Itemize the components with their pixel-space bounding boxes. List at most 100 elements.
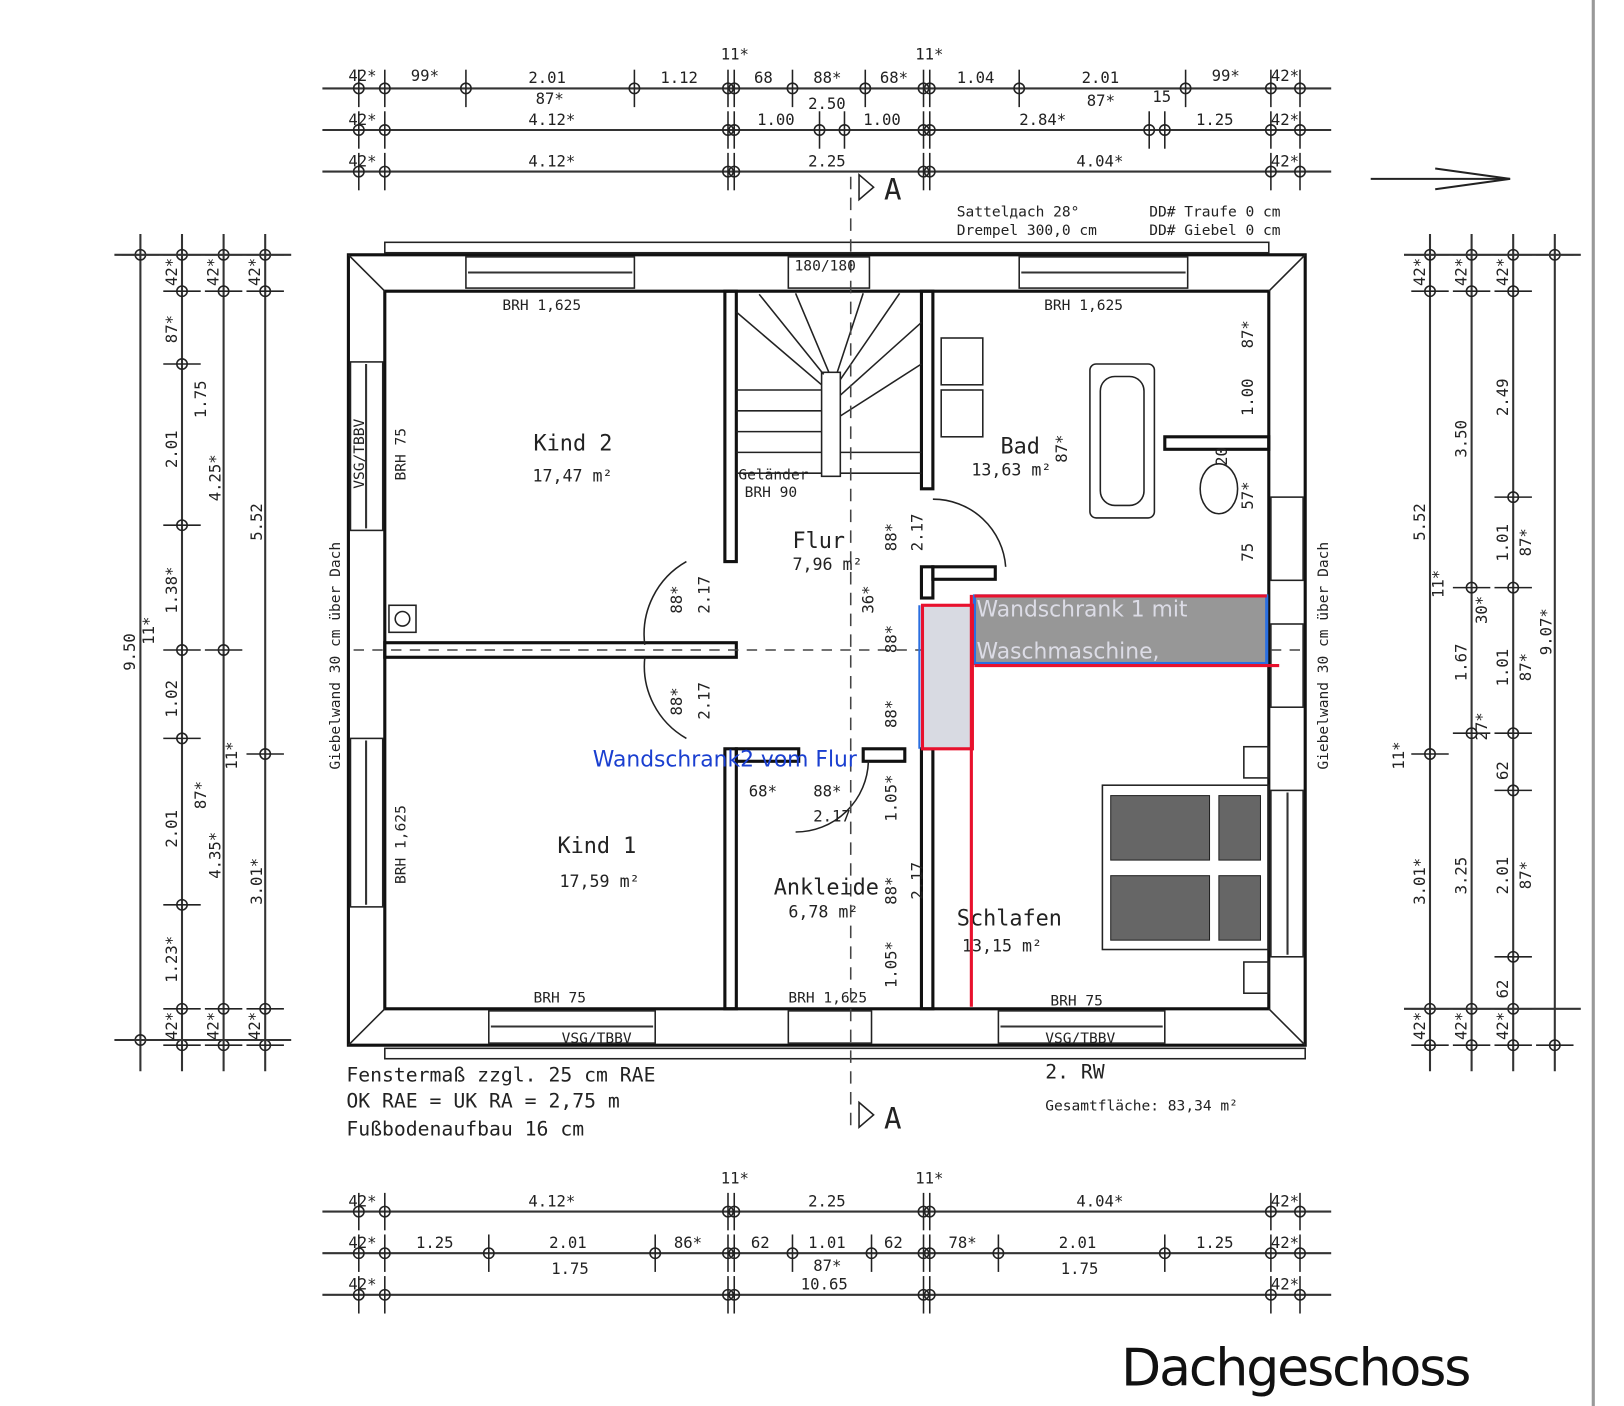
bed-icon (1101, 745, 1270, 994)
dimension-label: 11* (223, 741, 241, 769)
dimension-label: 42* (1452, 1012, 1470, 1040)
room-area-flur: 7,96 m² (792, 555, 862, 574)
dimension-label: 42* (1271, 1276, 1299, 1294)
dimension-label: 87* (536, 90, 564, 108)
dimension-label: 42* (204, 258, 222, 286)
dimension-label: 62 (884, 1234, 903, 1252)
room-name-bad: Bad (1000, 434, 1039, 459)
outer-wall (346, 253, 1307, 1047)
dimension-label: 20 (1213, 447, 1231, 466)
dimension-label: 1.05* (882, 941, 900, 988)
dimension-label: 2.25 (808, 152, 846, 170)
dimension-label: 68* (880, 69, 908, 87)
room-name-kind1: Kind 1 (557, 834, 636, 859)
dimension-label: 1.75 (1061, 1260, 1099, 1278)
erased-area (982, 670, 1259, 739)
toilet-icon (1199, 463, 1239, 515)
room-area-ankleide: 6,78 m² (788, 902, 858, 921)
window (1270, 496, 1304, 582)
room-name-kind2: Kind 2 (534, 431, 613, 456)
dimension-label: 1.12 (660, 69, 698, 87)
dimension-label: 11* (1430, 570, 1448, 598)
dimension-lines (114, 69, 1581, 1314)
dimension-label: 1.75 (192, 381, 210, 419)
dimension-label: 87* (1517, 528, 1535, 556)
dimension-label: 2.17 (813, 808, 851, 826)
room-name-schlafen: Schlafen (957, 907, 1062, 932)
roof-edge-top (384, 241, 1270, 254)
dimension-label: 1.00 (1239, 378, 1257, 416)
dimension-label: 1.25 (1196, 1234, 1234, 1252)
closet1-label-line2: Waschmaschine, (977, 639, 1160, 664)
dimension-label: 42* (1411, 258, 1429, 286)
dimension-label: 1.01 (1494, 524, 1512, 562)
dimension-label: 88* (882, 523, 900, 551)
dimension-label: 42* (1494, 1012, 1512, 1040)
closet1-label-line1: Wandschrank 1 mit (977, 598, 1188, 623)
dimension-label: 1.25 (1196, 111, 1234, 129)
section-marker-top: A (858, 173, 902, 207)
section-marker-label: A (884, 173, 902, 207)
dimension-label: 42* (348, 111, 376, 129)
closet-overlays: Wandschrank 1 mit Waschmaschine, Wandsch… (593, 594, 1280, 1007)
window (787, 256, 871, 289)
vsg-label: VSG/TBBV (351, 418, 368, 488)
dimension-label: 5.52 (248, 503, 266, 541)
gable-wall-label: Giebelwand 30 cm über Dach (327, 542, 344, 770)
dimension-label: 2.01 (549, 1234, 587, 1252)
dimension-label: 42* (348, 152, 376, 170)
dimension-label: 42* (1271, 152, 1299, 170)
room-area-kind2: 17,47 m² (532, 467, 612, 486)
dimension-label: 3.01* (248, 858, 266, 905)
door-bad (932, 498, 1007, 567)
dimension-label: 42* (1452, 258, 1470, 286)
note-floor: Fußbodenaufbau 16 cm (346, 1118, 584, 1141)
dimension-label: 3.25 (1452, 857, 1470, 895)
dimension-label: 2.01 (1059, 1234, 1097, 1252)
plan-title: Dachgeschoss (1121, 1338, 1469, 1398)
vsg-label: VSG/TBBV (1045, 1030, 1115, 1047)
total-area: Gesamtfläche: 83,34 m² (1045, 1098, 1238, 1115)
dimension-label: 4.04* (1076, 1192, 1123, 1210)
dimension-label: 1.01 (1494, 649, 1512, 687)
dimension-label: 87* (1087, 92, 1115, 110)
dimension-label: 87* (1517, 861, 1535, 889)
dimension-label: 4.12* (528, 1192, 575, 1210)
roof-edge-bottom (384, 1047, 1306, 1060)
roof-type: Sattelдach 28° (957, 203, 1080, 220)
dimension-label: 42* (1494, 258, 1512, 286)
dimension-label: 42* (246, 1012, 264, 1040)
dimension-label: 42* (348, 1192, 376, 1210)
gable-wall-label: Giebelwand 30 cm über Dach (1315, 542, 1332, 770)
dimension-label: 42* (1411, 1012, 1429, 1040)
dimension-label: 87* (192, 781, 210, 809)
railing-label: Geländer (738, 466, 808, 483)
dimension-label: 42* (246, 258, 264, 286)
dimension-label: 78* (948, 1234, 976, 1252)
railing-brh-label: BRH 90 (745, 484, 798, 501)
dimension-label: 42* (204, 1012, 222, 1040)
dimension-label: 11* (721, 1170, 749, 1188)
building-walls (346, 176, 1307, 1134)
dimension-label: 88* (813, 783, 841, 801)
roof-notes: Sattelдach 28° Drempel 300,0 cm DD# Trau… (957, 203, 1281, 239)
room-area-bad: 13,63 m² (971, 460, 1051, 479)
dimension-label: 2.01 (163, 810, 181, 848)
dimension-label: 42* (348, 67, 376, 85)
knee-wall: Drempel 300,0 cm (957, 222, 1097, 239)
closet2-box (920, 603, 974, 751)
unit-label: 2. RW (1045, 1060, 1105, 1083)
dimension-label: 88* (882, 625, 900, 653)
note-rae: OK RAE = UK RA = 2,75 m (346, 1090, 619, 1113)
dimension-label: 1.04 (957, 69, 995, 87)
dimension-label: 68* (749, 783, 777, 801)
note-window: Fenstermaß zzgl. 25 cm RAE (346, 1064, 655, 1087)
dimension-label: 10.65 (801, 1276, 848, 1294)
dimension-label: 4.35* (206, 832, 224, 879)
dimension-label: 4.12* (528, 152, 575, 170)
vsg-label: VSG/TBBV (562, 1030, 632, 1047)
room-name-ankleide: Ankleide (774, 875, 879, 900)
brh-label: BRH 75 (534, 990, 587, 1007)
dimension-label: 62 (1494, 761, 1512, 780)
